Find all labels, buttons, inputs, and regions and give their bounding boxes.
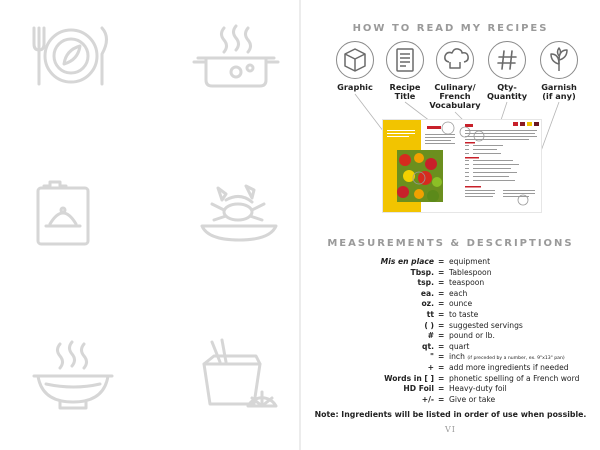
cube-icon: [336, 41, 374, 79]
measurement-abbr: qt.: [422, 341, 434, 351]
measurement-description-text: add more ingredients if needed: [449, 363, 569, 372]
measurement-row: + = add more ingredients if needed: [301, 363, 600, 374]
measurement-row: Mis en place = equipment: [301, 257, 600, 268]
measurement-description-text: Give or take: [449, 394, 496, 404]
hash-icon: [488, 41, 526, 79]
measurement-equals: =: [438, 299, 445, 309]
measurement-description: pound or lb.: [449, 331, 495, 340]
measurement-abbr: Tbsp.: [410, 267, 434, 277]
measurement-description-text: ounce: [449, 299, 473, 309]
measurement-description-text: pound or lb.: [449, 331, 495, 341]
ingredients-note: Note: Ingredients will be listed in orde…: [314, 410, 587, 419]
measurement-abbr: ( ): [424, 320, 434, 330]
measurement-row: qt. = quart: [301, 342, 600, 353]
measurement-equals: =: [438, 310, 445, 319]
measurement-equals: =: [438, 394, 445, 404]
measurement-equals: =: [438, 341, 445, 351]
measurement-description-text: phonetic spelling of a French word: [449, 373, 580, 383]
how-to-read-title: HOW TO READ MY RECIPES: [352, 23, 549, 34]
measurement-equals: =: [438, 320, 445, 330]
measurement-abbr: #: [427, 331, 434, 341]
measurement-abbr: tsp.: [417, 278, 434, 288]
crab-dish-icon: [196, 180, 282, 246]
left-page: [28, 22, 282, 420]
measurement-row: Words in [ ] = phonetic spelling of a Fren…: [301, 374, 600, 385]
measurement-equals: =: [438, 363, 445, 372]
steaming-bowl-icon: [30, 340, 116, 414]
takeout-box-lemon-icon: [196, 336, 280, 420]
measurement-row: HD Foil = Heavy-duty foil: [301, 384, 600, 395]
measurement-description-text: quart: [449, 341, 470, 351]
measurement-description: Tablespoon: [449, 268, 492, 277]
measurement-row: ea. = each: [301, 289, 600, 300]
measurement-row: # = pound or lb.: [301, 331, 600, 342]
measurement-row: oz. = ounce: [301, 299, 600, 310]
measurement-description: inch (if preceded by a number, ex. 9"x13…: [449, 352, 565, 361]
herb-leaf-icon: [540, 41, 578, 79]
measurement-equals: =: [438, 267, 445, 277]
measurement-description-text: equipment: [449, 257, 491, 266]
measurement-description: ounce: [449, 299, 472, 308]
measurement-abbr: Mis en place: [380, 257, 434, 266]
measurement-abbr: +/-: [421, 394, 434, 404]
measurement-description-text: suggested servings: [449, 320, 523, 330]
measurement-description: Give or take: [449, 395, 495, 404]
measurement-equals: =: [438, 257, 445, 266]
measurement-abbr: HD Foil: [403, 384, 434, 394]
label-graphic: Graphic: [337, 82, 373, 92]
sample-recipe-page: [383, 120, 541, 212]
measurement-description: suggested servings: [449, 321, 523, 330]
measurement-abbr: oz.: [421, 299, 434, 309]
measurement-description-text: teaspoon: [449, 278, 485, 288]
document-icon: [386, 41, 424, 79]
measurement-description: phonetic spelling of a French word: [449, 374, 579, 383]
measurement-equals: =: [438, 278, 445, 288]
measurements-title: MEASUREMENTS & DESCRIPTIONS: [327, 238, 574, 249]
measurement-description: Heavy-duty foil: [449, 384, 507, 393]
measurement-row: Tbsp. = Tablespoon: [301, 268, 600, 279]
measurement-row: tsp. = teaspoon: [301, 278, 600, 289]
measurement-description: add more ingredients if needed: [449, 363, 569, 372]
measurement-description: each: [449, 289, 467, 298]
label-garnish: Garnish(if any): [541, 82, 577, 101]
measurement-row: tt = to taste: [301, 310, 600, 321]
chef-hat-icon: [436, 41, 474, 79]
measurement-description-text: to taste: [449, 310, 479, 319]
measurement-row: ( ) = suggested servings: [301, 321, 600, 332]
plate-utensils-icon: [28, 22, 114, 88]
measurement-equals: =: [438, 352, 445, 362]
measurement-description: equipment: [449, 257, 490, 266]
measurement-description-text: Heavy-duty foil: [449, 384, 507, 394]
measurement-row: +/- = Give or take: [301, 395, 600, 406]
measurement-abbr: Words in [ ]: [384, 373, 434, 383]
measurement-equals: =: [438, 331, 445, 341]
label-quantity: Qty-Quantity: [486, 82, 528, 101]
page-gutter: [299, 0, 301, 450]
steaming-pot-icon: [192, 24, 280, 90]
page-number: VI: [445, 425, 456, 434]
measurement-description-note: (if preceded by a number, ex. 9"x13" pan…: [467, 356, 565, 362]
measurement-description: quart: [449, 342, 469, 351]
measurement-abbr: ": [430, 352, 434, 362]
measurement-abbr: ea.: [420, 288, 434, 298]
measurement-description-text: inch: [449, 352, 468, 362]
measurement-description: to taste: [449, 310, 478, 319]
measurement-abbr: +: [427, 363, 434, 372]
measurement-equals: =: [438, 384, 445, 394]
measurement-row: " = inch (if preceded by a number, ex. 9"x…: [301, 352, 600, 363]
measurement-description-text: Tablespoon: [449, 267, 492, 277]
measurement-abbr: tt: [426, 310, 434, 319]
measurement-description: teaspoon: [449, 278, 484, 287]
measurement-equals: =: [438, 373, 445, 383]
measurement-equals: =: [438, 288, 445, 298]
recipe-card-cloche-icon: [30, 178, 100, 248]
measurement-description-text: each: [449, 288, 468, 298]
